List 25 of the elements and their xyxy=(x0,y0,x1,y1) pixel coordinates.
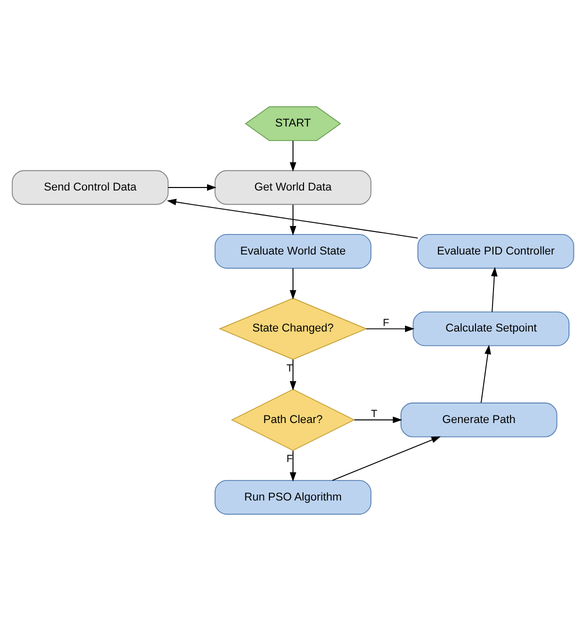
arrow xyxy=(166,198,418,239)
edge-label: T xyxy=(286,363,293,374)
arrow xyxy=(290,140,296,172)
arrow xyxy=(290,358,296,390)
edge-label: T xyxy=(370,408,378,420)
node-box: Get World Data xyxy=(214,170,372,205)
node-box: Calculate Setpoint xyxy=(412,311,570,346)
node-box: Evaluate PID Controller xyxy=(417,234,574,269)
node-box: Run PSO Algorithm xyxy=(214,480,372,515)
node-box: Evaluate World State xyxy=(214,234,372,269)
node-diamond: Path Clear? xyxy=(230,388,356,451)
arrow xyxy=(168,184,216,191)
arrow xyxy=(480,344,492,404)
node-diamond: State Changed? xyxy=(218,298,368,360)
arrow xyxy=(354,416,402,424)
arrow xyxy=(332,436,441,481)
arrow xyxy=(290,268,296,300)
node-box: Generate Path xyxy=(400,402,558,438)
edge-label: F xyxy=(382,318,390,329)
arrow xyxy=(290,204,296,236)
arrow xyxy=(290,450,296,482)
arrow xyxy=(366,326,414,332)
node-box: Send Control Data xyxy=(12,170,169,205)
arrow xyxy=(491,266,498,312)
edge-label: F xyxy=(286,454,293,466)
